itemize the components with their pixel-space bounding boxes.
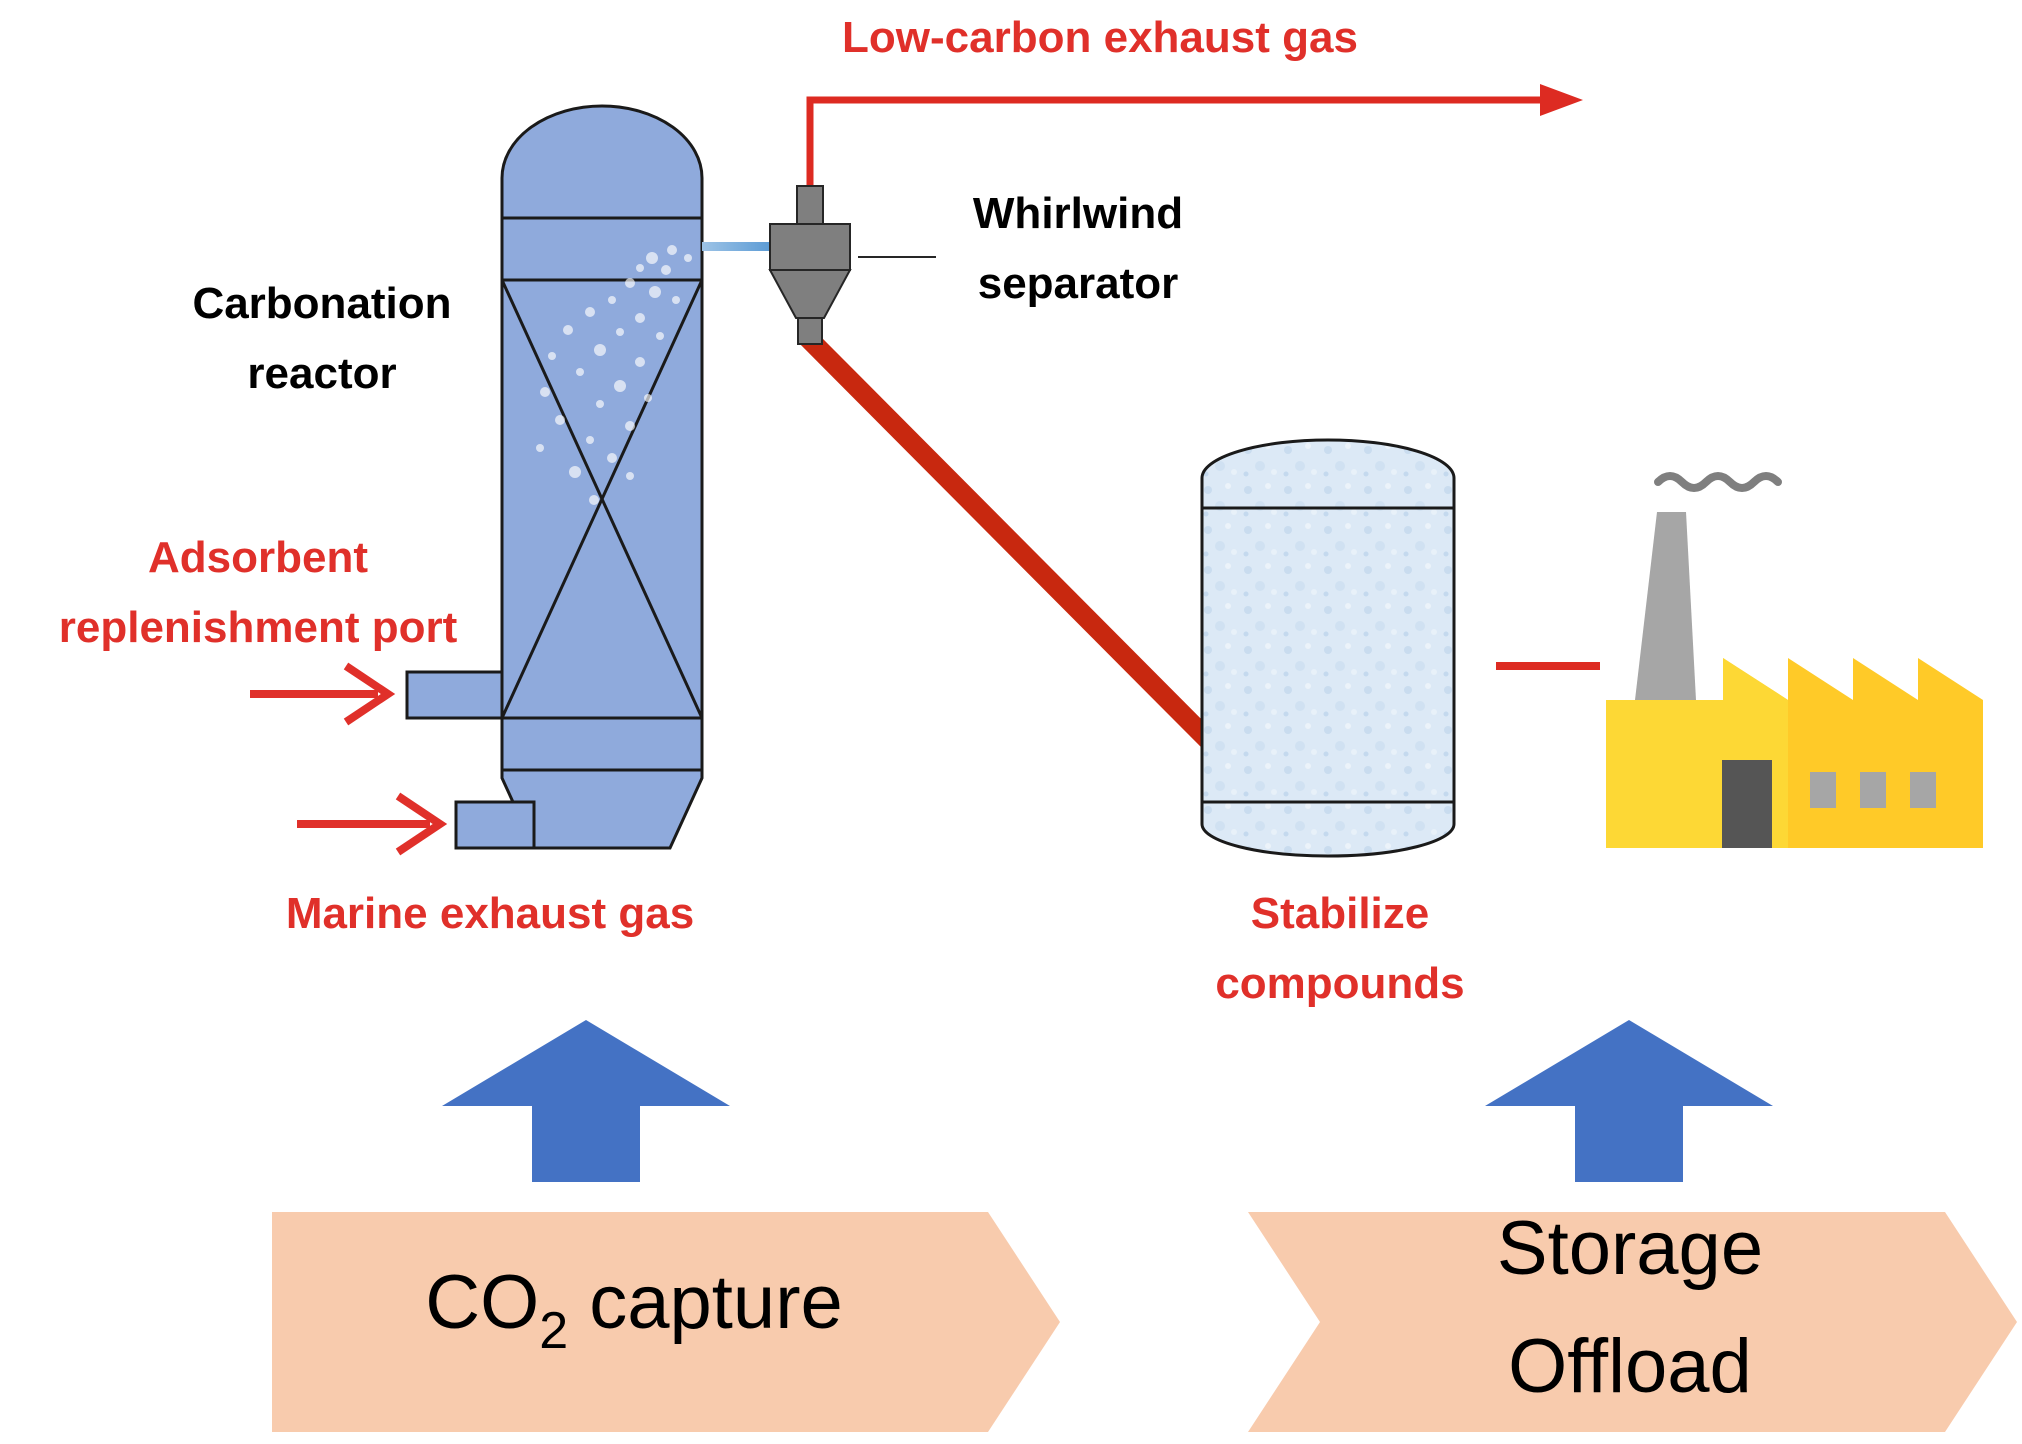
exhaust-inlet-port xyxy=(454,800,536,850)
marine-gas-label: Marine exhaust gas xyxy=(286,889,694,938)
capture-stage-label: CO2 capture xyxy=(425,1260,843,1360)
reactor-separator-connector xyxy=(702,242,772,251)
storage-up-arrow-icon xyxy=(1485,1020,1773,1182)
stabilize-label-line2: compounds xyxy=(1215,959,1464,1008)
adsorbent-inlet-arrow-icon xyxy=(250,662,396,726)
carbonation-reactor-icon xyxy=(405,104,704,850)
storage-stage-box xyxy=(1248,1212,2017,1432)
smoke-icon xyxy=(1654,472,1782,492)
adsorbent-port xyxy=(405,670,504,720)
stabilize-label-line1: Stabilize xyxy=(1251,889,1430,938)
exhaust-inlet-arrow-icon xyxy=(297,792,448,856)
factory-door-icon xyxy=(1722,760,1772,848)
whirlwind-label-line2: separator xyxy=(978,259,1179,308)
carbonation-label-line1: Carbonation xyxy=(192,279,451,328)
storage-stage-label-line2: Offload xyxy=(1508,1324,1752,1409)
low-carbon-gas-label: Low-carbon exhaust gas xyxy=(842,13,1358,62)
low-carbon-exhaust-line xyxy=(806,84,1583,188)
capture-up-arrow-icon xyxy=(442,1020,730,1182)
outlet-arrowhead-icon xyxy=(1540,84,1583,116)
transfer-pipe xyxy=(800,330,1218,750)
storage-stage-label-line1: Storage xyxy=(1497,1206,1763,1291)
whirlwind-label-line1: Whirlwind xyxy=(973,189,1183,238)
factory-icon xyxy=(1606,472,1983,848)
chimney-icon xyxy=(1635,512,1696,700)
carbonation-label-line2: reactor xyxy=(247,349,396,398)
adsorbent-label-line1: Adsorbent xyxy=(148,533,368,582)
capture-stage-box xyxy=(272,1212,1060,1432)
bubbles xyxy=(536,245,692,505)
storage-tank-icon xyxy=(1200,438,1456,858)
adsorbent-label-line2: replenishment port xyxy=(59,603,458,652)
cyclone-separator-icon xyxy=(768,185,852,345)
